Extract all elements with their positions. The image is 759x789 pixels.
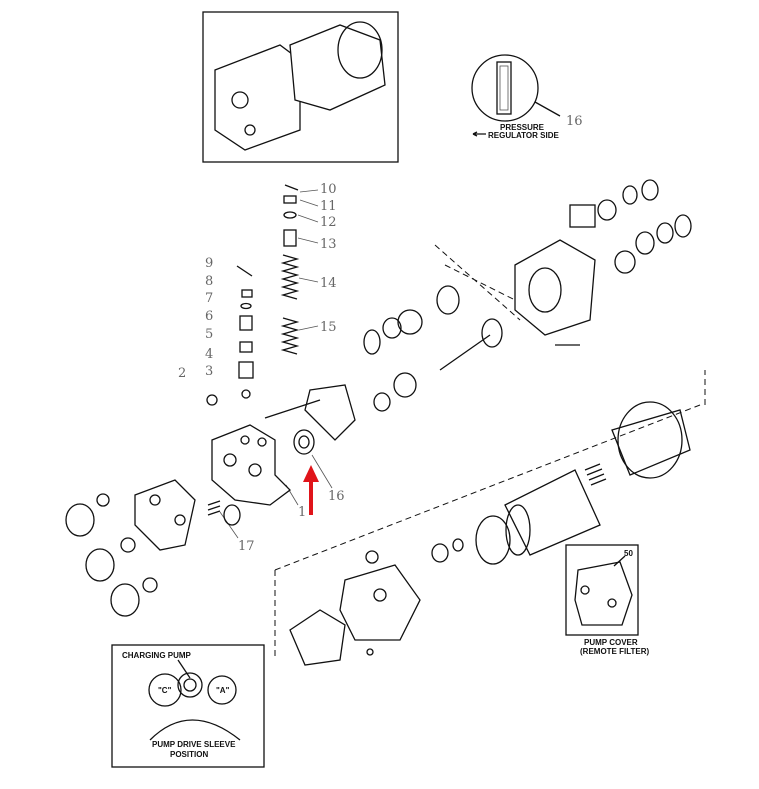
callout-2: 2 (178, 366, 186, 381)
gear-c-label: "C" (158, 686, 172, 695)
seal-caption-1: PRESSURE (500, 123, 545, 132)
arrow-left-icon (472, 131, 486, 137)
filter-parts (289, 401, 691, 666)
callout-6: 6 (205, 309, 213, 324)
pump-cover-inset: 50 PUMP COVER (REMOTE FILTER) (565, 544, 650, 656)
regulator-housing (134, 424, 315, 551)
charging-pump-title: CHARGING PUMP (122, 651, 192, 660)
callout-4: 4 (205, 347, 213, 362)
callout-8: 8 (205, 274, 213, 289)
callout-10: 10 (320, 182, 337, 197)
callout-5: 5 (205, 327, 213, 342)
callout-11: 11 (320, 199, 337, 214)
callout-17: 17 (238, 539, 255, 554)
highlight-arrow-icon (303, 465, 319, 515)
callout-7: 7 (205, 291, 213, 306)
charging-pump-inset: CHARGING PUMP "C" "A" PUMP DRIVE SLEEVE … (111, 644, 265, 768)
callouts: 10 11 12 13 14 15 9 8 7 6 5 4 3 2 1 16 1… (178, 182, 345, 554)
pump-assembly-inset (202, 11, 399, 163)
callout-13: 13 (320, 237, 337, 252)
regulator-valve-parts (206, 184, 300, 406)
callout-3: 3 (205, 364, 213, 379)
seal-inset: 16 PRESSURE REGULATOR SIDE (471, 54, 583, 140)
pump-cover-caption-1: PUMP COVER (584, 638, 638, 647)
callout-16-inset: 16 (566, 114, 583, 129)
pump-cover-caption-2: (REMOTE FILTER) (580, 647, 650, 656)
callout-12: 12 (320, 215, 337, 230)
gear-set (65, 493, 158, 617)
callout-15: 15 (320, 320, 337, 335)
pump-drive-caption-1: PUMP DRIVE SLEEVE (152, 740, 236, 749)
callout-1: 1 (298, 505, 306, 520)
charging-pump-parts (264, 179, 692, 441)
callout-16: 16 (328, 489, 345, 504)
seal-caption-2: REGULATOR SIDE (488, 131, 559, 140)
pump-drive-caption-2: POSITION (170, 750, 208, 759)
gear-a-label: "A" (216, 686, 230, 695)
callout-14: 14 (320, 276, 337, 291)
assembly-leader-lines (274, 370, 706, 660)
callout-9: 9 (205, 256, 213, 271)
callout-50: 50 (624, 549, 633, 558)
